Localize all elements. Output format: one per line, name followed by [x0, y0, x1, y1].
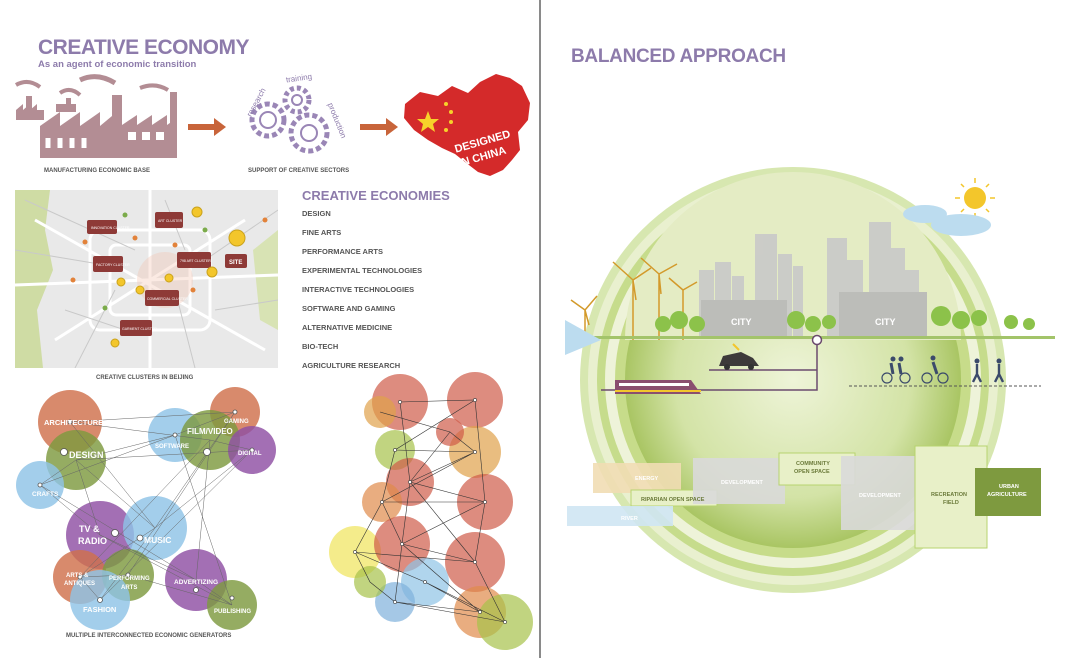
node-arts: ARTS &: [66, 573, 89, 579]
left-page: CREATIVE ECONOMY As an agent of economic…: [0, 0, 539, 658]
sector-item: SOFTWARE AND GAMING: [302, 304, 396, 313]
node-fashion: FASHION: [83, 605, 116, 614]
sector-item: INTERACTIVE TECHNOLOGIES: [302, 285, 415, 294]
node-film-video: FILM/VIDEO: [187, 427, 233, 436]
creative-economies-heading: CREATIVE ECONOMIES: [302, 188, 450, 203]
cluster-label-798: 798 ART CLUSTER: [180, 259, 211, 263]
wind-turbine-icon: [570, 257, 698, 340]
node-tv: TV &: [79, 524, 100, 534]
page-title-balanced-approach: BALANCED APPROACH: [571, 46, 786, 67]
site-label: SITE: [229, 260, 242, 266]
node-performing: PERFORMING: [109, 576, 150, 582]
city-label-2: CITY: [875, 317, 896, 327]
sector-item: ALTERNATIVE MEDICINE: [302, 323, 393, 332]
economic-transition-flow: research training production DESIGNED IN…: [14, 72, 530, 176]
cluster-label-commercial: COMMERCIAL CLUSTER: [147, 297, 188, 301]
gears-icon: [249, 85, 330, 154]
page-spine: [539, 0, 541, 658]
factory-icon: [14, 74, 177, 158]
balanced-approach-diagram: CITY CITY: [565, 167, 1055, 593]
train-icon: [615, 380, 701, 394]
zone-boxes: [567, 445, 1041, 549]
sector-item: PERFORMANCE ARTS: [302, 247, 383, 256]
caption-manufacturing: MANUFACTURING ECONOMIC BASE: [44, 168, 150, 174]
zone-river: RIVER: [621, 516, 638, 522]
zone-riparian: RIPARIAN OPEN SPACE: [641, 497, 705, 503]
zone-recreation: RECREATION: [931, 492, 967, 498]
china-map-icon: [404, 74, 530, 176]
caption-network: MULTIPLE INTERCONNECTED ECONOMIC GENERAT…: [66, 633, 232, 639]
page-subtitle: As an agent of economic transition: [38, 59, 197, 70]
zone-development-2: DEVELOPMENT: [859, 493, 902, 499]
cluster-label-art: ART CLUSTER: [158, 219, 183, 223]
map-pin-icons: [110, 206, 246, 348]
right-page: BALANCED APPROACH: [541, 0, 1080, 658]
arrow-right-icon: [188, 118, 226, 136]
sector-item: AGRICULTURE RESEARCH: [302, 361, 401, 370]
node-music: MUSIC: [144, 535, 171, 545]
caption-beijing-clusters: CREATIVE CLUSTERS IN BEIJING: [96, 375, 194, 381]
arrow-right-icon: [360, 118, 398, 136]
node-performing-arts: ARTS: [121, 585, 137, 591]
trees: [655, 306, 1035, 332]
node-advertizing: ADVERTIZING: [174, 579, 218, 586]
zone-energy: ENERGY: [635, 476, 659, 482]
node-publishing: PUBLISHING: [214, 609, 251, 615]
zone-development-1: DEVELOPMENT: [721, 480, 764, 486]
caption-support: SUPPORT OF CREATIVE SECTORS: [248, 168, 350, 174]
node-software: SOFTWARE: [155, 444, 189, 450]
node-architecture: ARCHITECTURE: [44, 418, 103, 427]
cloud-icon: [903, 205, 991, 236]
cluster-label-garment: GARMENT CLUSTER: [122, 327, 157, 331]
zone-urban: URBAN: [999, 484, 1019, 490]
cluster-label-innovation: INNOVATION CLUSTER: [91, 226, 130, 230]
node-antiques: ANTIQUES: [64, 581, 95, 587]
zone-community: COMMUNITY: [796, 461, 830, 467]
sector-item: DESIGN: [302, 209, 331, 218]
node-radio: RADIO: [78, 536, 107, 546]
node-gaming: GAMING: [224, 419, 249, 425]
gear-word-training: training: [285, 72, 312, 85]
zone-agriculture: AGRICULTURE: [987, 492, 1027, 498]
cluster-label-factory: FACTORY CLUSTER: [96, 263, 130, 267]
sector-item: BIO-TECH: [302, 342, 339, 351]
cyclist-icon: [881, 355, 949, 384]
node-design: DESIGN: [69, 450, 104, 460]
node-digital: DIGITAL: [238, 451, 262, 457]
map-cluster-markers: [87, 212, 247, 336]
car-icon: [719, 343, 759, 370]
city-label-1: CITY: [731, 317, 752, 327]
zone-open-space: OPEN SPACE: [794, 469, 830, 475]
sector-item: FINE ARTS: [302, 228, 342, 237]
abstract-cluster-network: [329, 372, 533, 650]
zone-field: FIELD: [943, 500, 959, 506]
pedestrian-icon: [971, 358, 1005, 383]
beijing-cluster-map: INNOVATION CLUSTER ART CLUSTER FACTORY C…: [15, 190, 278, 368]
node-crafts: CRAFTS: [32, 491, 59, 498]
economic-generators-network: ARCHITECTURE GAMING FILM/VIDEO SOFTWARE …: [16, 387, 276, 630]
sector-item: EXPERIMENTAL TECHNOLOGIES: [302, 266, 423, 275]
sun-icon: [955, 178, 995, 218]
page-title-creative-economy: CREATIVE ECONOMY: [38, 36, 249, 59]
